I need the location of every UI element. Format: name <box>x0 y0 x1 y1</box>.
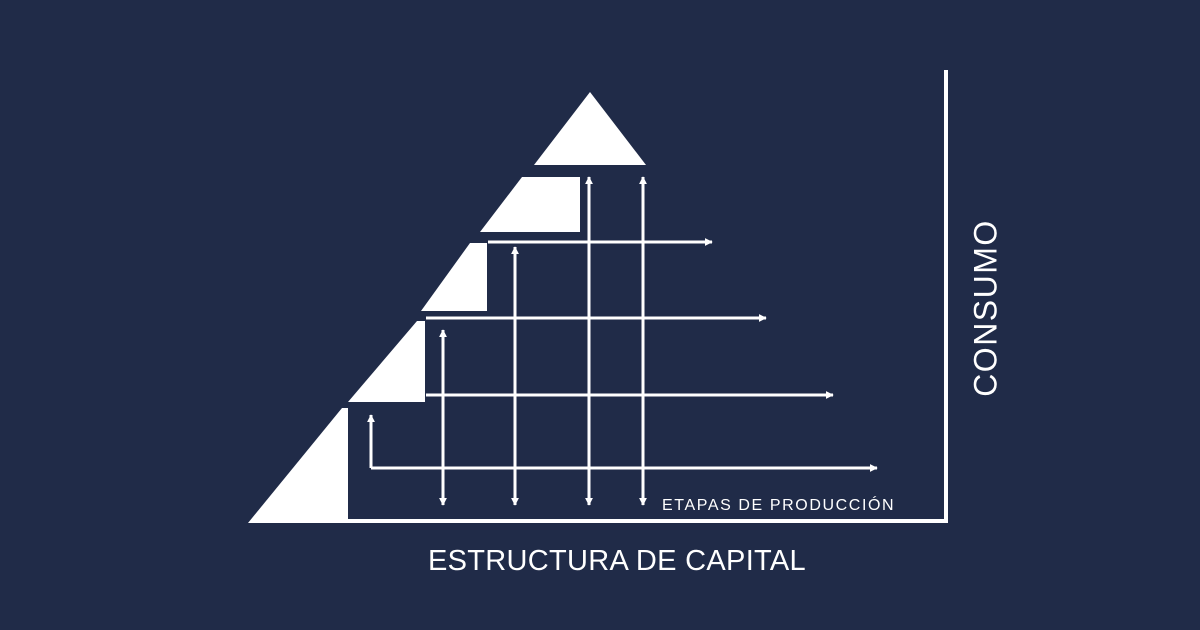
pyramid-top-block <box>534 92 646 165</box>
capital-structure-label: ESTRUCTURA DE CAPITAL <box>428 545 806 577</box>
pyramid-block-2 <box>480 177 580 232</box>
pyramid-block-4 <box>348 321 425 402</box>
pyramid-block-3 <box>421 243 487 311</box>
production-stages-label: ETAPAS DE PRODUCCIÓN <box>662 497 896 514</box>
pyramid-base-block <box>248 408 348 523</box>
consumption-label: CONSUMO <box>967 219 1004 397</box>
